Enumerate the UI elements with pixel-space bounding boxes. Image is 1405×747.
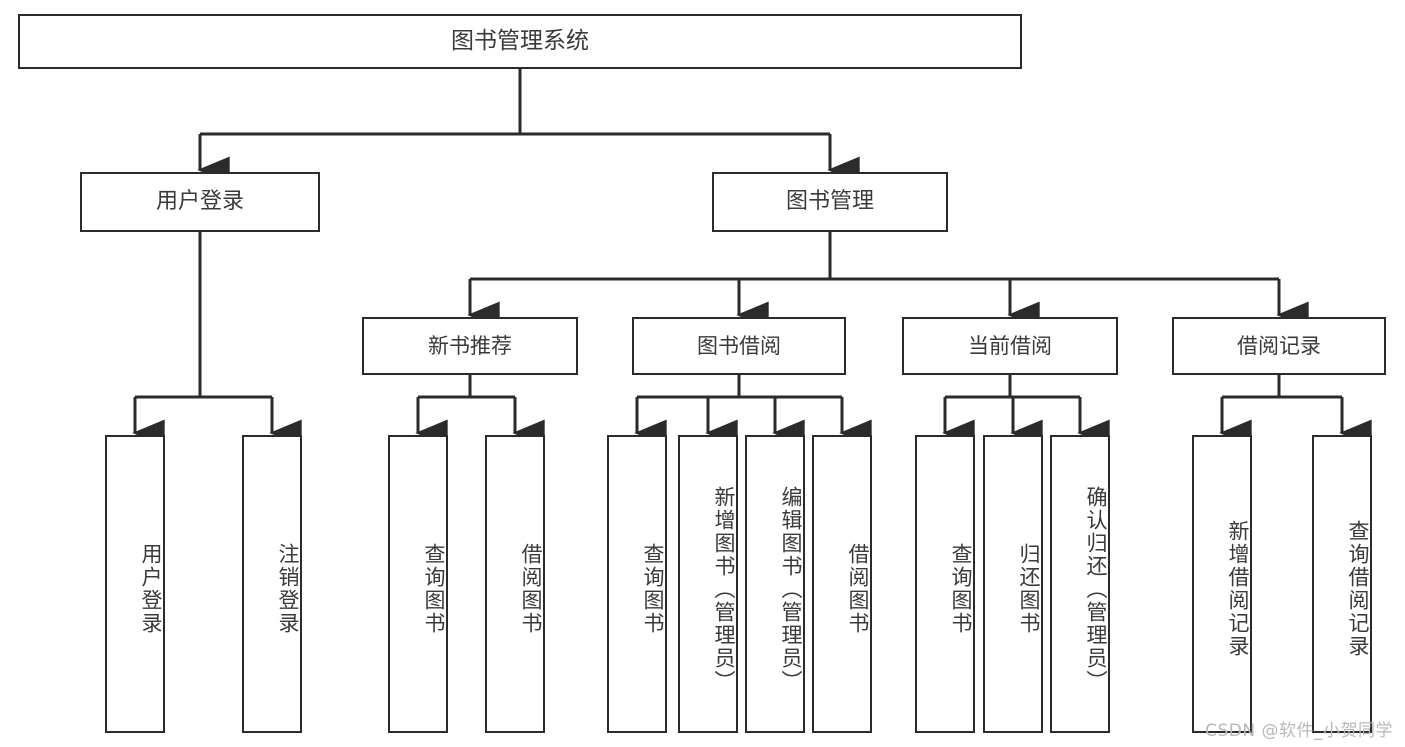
node-label-leaf-edit-book: 编辑图书（管理员） — [779, 485, 803, 693]
node-label-root: 图书管理系统 — [451, 27, 589, 54]
node-label-user-login: 用户登录 — [155, 189, 244, 215]
node-label-book-borrow: 图书借阅 — [697, 333, 781, 358]
node-label-leaf-query-rec: 查询借阅记录 — [1346, 520, 1370, 658]
node-leaf-borrow-2[interactable]: 借阅图书 — [812, 435, 872, 733]
node-root[interactable]: 图书管理系统 — [18, 14, 1022, 69]
node-label-leaf-return: 归还图书 — [1017, 543, 1041, 635]
node-label-leaf-query-3: 查询图书 — [949, 543, 973, 635]
node-label-new-book-rec: 新书推荐 — [428, 333, 512, 358]
node-label-leaf-user-login: 用户登录 — [139, 543, 163, 635]
node-book-borrow[interactable]: 图书借阅 — [632, 317, 846, 375]
node-leaf-query-3[interactable]: 查询图书 — [915, 435, 975, 733]
node-label-leaf-query-2: 查询图书 — [641, 543, 665, 635]
node-borrow-record[interactable]: 借阅记录 — [1172, 317, 1386, 375]
node-label-leaf-borrow-2: 借阅图书 — [846, 543, 870, 635]
node-leaf-edit-book[interactable]: 编辑图书（管理员） — [745, 435, 805, 733]
node-leaf-borrow-1[interactable]: 借阅图书 — [485, 435, 545, 733]
node-label-leaf-query-1: 查询图书 — [422, 543, 446, 635]
node-leaf-add-rec[interactable]: 新增借阅记录 — [1192, 435, 1252, 733]
node-leaf-return[interactable]: 归还图书 — [983, 435, 1043, 733]
node-current-borrow[interactable]: 当前借阅 — [902, 317, 1118, 375]
node-leaf-user-login[interactable]: 用户登录 — [105, 435, 165, 733]
node-book-manage[interactable]: 图书管理 — [712, 172, 948, 232]
node-leaf-logout[interactable]: 注销登录 — [242, 435, 302, 733]
node-leaf-query-2[interactable]: 查询图书 — [607, 435, 667, 733]
node-label-leaf-add-book: 新增图书（管理员） — [712, 485, 736, 693]
node-label-current-borrow: 当前借阅 — [968, 333, 1052, 358]
node-leaf-add-book[interactable]: 新增图书（管理员） — [678, 435, 738, 733]
node-new-book-rec[interactable]: 新书推荐 — [362, 317, 578, 375]
node-label-book-manage: 图书管理 — [785, 189, 874, 215]
node-leaf-confirm[interactable]: 确认归还（管理员） — [1050, 435, 1110, 733]
node-leaf-query-rec[interactable]: 查询借阅记录 — [1312, 435, 1372, 733]
node-label-leaf-borrow-1: 借阅图书 — [519, 543, 543, 635]
node-leaf-query-1[interactable]: 查询图书 — [388, 435, 448, 733]
node-user-login[interactable]: 用户登录 — [80, 172, 320, 232]
node-label-borrow-record: 借阅记录 — [1237, 333, 1321, 358]
node-label-leaf-confirm: 确认归还（管理员） — [1084, 485, 1108, 693]
node-label-leaf-add-rec: 新增借阅记录 — [1226, 520, 1250, 658]
node-label-leaf-logout: 注销登录 — [276, 543, 300, 635]
watermark-text: CSDN @软件_小贺同学 — [1205, 721, 1393, 741]
